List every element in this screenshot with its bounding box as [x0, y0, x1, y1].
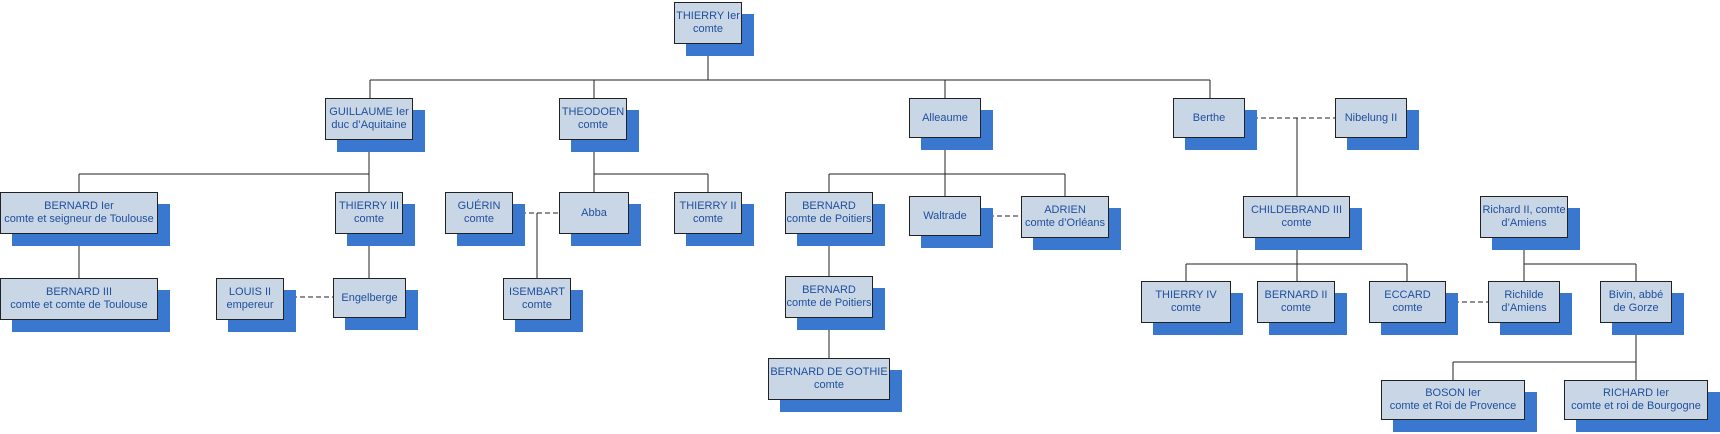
node-name: THIERRY III	[338, 200, 400, 212]
node-name: THIERRY II	[679, 200, 737, 212]
node-title: comte	[464, 213, 494, 225]
node-bernardpoit2[interactable]: BERNARD comte de Poitiers	[785, 276, 873, 318]
node-name: BERNARD	[802, 284, 856, 296]
node-name: THIERRY Ier	[676, 10, 740, 22]
node-name: Richilde	[1504, 289, 1544, 301]
node-name: GUÉRIN	[457, 200, 501, 212]
node-name: Nibelung II	[1344, 111, 1398, 124]
node-guerin[interactable]: GUÉRIN comte	[445, 192, 513, 234]
node-title: comte	[522, 299, 552, 311]
node-thierry2[interactable]: THIERRY II comte	[674, 192, 742, 234]
node-title: comte et comte de Toulouse	[10, 299, 148, 311]
node-name: THEODOEN	[561, 106, 625, 118]
node-title: empereur	[226, 299, 274, 311]
node-waltrade[interactable]: Waltrade	[909, 196, 981, 236]
node-boson1[interactable]: BOSON Ier comte et Roi de Provence	[1381, 380, 1525, 420]
node-title: comte et Roi de Provence	[1389, 400, 1517, 412]
node-louis2[interactable]: LOUIS II empereur	[216, 278, 284, 320]
node-name: Berthe	[1192, 111, 1226, 124]
node-name: Richard II, comte	[1482, 204, 1566, 216]
node-name: BERNARD III	[45, 286, 112, 298]
node-bernard2[interactable]: BERNARD II comte	[1257, 281, 1335, 323]
node-bernard3[interactable]: BERNARD III comte et comte de Toulouse	[0, 278, 158, 320]
node-childebrand3[interactable]: CHILDEBRAND III comte	[1243, 196, 1350, 238]
node-name: GUILLAUME Ier	[329, 106, 409, 118]
node-name: CHILDEBRAND III	[1250, 204, 1343, 216]
node-title: de Gorze	[1613, 302, 1659, 314]
node-title: duc d’Aquitaine	[331, 119, 407, 131]
node-bivin[interactable]: Bivin, abbé de Gorze	[1600, 281, 1672, 323]
node-berthe[interactable]: Berthe	[1173, 98, 1245, 138]
node-title: comte	[1281, 217, 1312, 229]
node-title: comte	[814, 379, 844, 391]
node-bernard1[interactable]: BERNARD Ier comte et seigneur de Toulous…	[0, 192, 158, 234]
node-title: comte	[693, 213, 723, 225]
node-title: d’Amiens	[1501, 302, 1547, 314]
node-title: comte	[693, 23, 723, 35]
node-richard2[interactable]: Richard II, comte d’Amiens	[1480, 196, 1568, 238]
node-name: LOUIS II	[228, 286, 272, 298]
node-name: BERNARD DE GOTHIE	[770, 366, 888, 378]
node-bernardgothie[interactable]: BERNARD DE GOTHIE comte	[768, 358, 890, 400]
node-name: BERNARD Ier	[44, 200, 114, 212]
node-alleaume[interactable]: Alleaume	[909, 98, 981, 138]
node-thierry1[interactable]: THIERRY Ier comte	[674, 2, 742, 44]
node-name: Alleaume	[922, 111, 968, 124]
node-name: BERNARD II	[1264, 289, 1328, 301]
node-title: d’Amiens	[1501, 217, 1547, 229]
node-title: comte de Poitiers	[786, 213, 872, 225]
node-richilde[interactable]: Richilde d’Amiens	[1488, 281, 1560, 323]
node-eccard[interactable]: ECCARD comte	[1369, 281, 1446, 323]
node-name: BOSON Ier	[1425, 387, 1481, 399]
node-guillaume1[interactable]: GUILLAUME Ier duc d’Aquitaine	[325, 98, 413, 140]
node-name: BERNARD	[802, 200, 856, 212]
node-name: ADRIEN	[1044, 204, 1086, 216]
node-thierry3[interactable]: THIERRY III comte	[335, 192, 403, 234]
node-name: RICHARD Ier	[1602, 387, 1669, 399]
node-name: ISEMBART	[508, 286, 566, 298]
node-isembart[interactable]: ISEMBART comte	[503, 278, 571, 320]
node-engelberge[interactable]: Engelberge	[333, 278, 406, 318]
node-richard1[interactable]: RICHARD Ier comte et roi de Bourgogne	[1564, 380, 1708, 420]
node-title: comte d’Orléans	[1024, 217, 1106, 229]
node-bernardpoit1[interactable]: BERNARD comte de Poitiers	[785, 192, 873, 234]
node-title: comte	[578, 119, 608, 131]
node-thierry4[interactable]: THIERRY IV comte	[1141, 281, 1231, 323]
node-adrien[interactable]: ADRIEN comte d’Orléans	[1021, 196, 1109, 238]
node-title: comte et roi de Bourgogne	[1571, 400, 1701, 412]
node-name: THIERRY IV	[1155, 289, 1217, 301]
node-name: Bivin, abbé	[1608, 289, 1664, 301]
node-name: Abba	[581, 206, 607, 219]
node-title: comte	[1392, 302, 1423, 314]
node-name: Waltrade	[923, 209, 967, 222]
node-nibelung2[interactable]: Nibelung II	[1335, 98, 1407, 138]
node-title: comte	[1171, 302, 1201, 314]
node-title: comte de Poitiers	[786, 297, 872, 309]
node-theodoen[interactable]: THEODOEN comte	[559, 98, 627, 140]
node-name: ECCARD	[1384, 289, 1431, 301]
node-abba[interactable]: Abba	[559, 192, 629, 234]
node-title: comte	[1281, 302, 1311, 314]
node-title: comte et seigneur de Toulouse	[4, 213, 154, 225]
node-name: Engelberge	[341, 291, 398, 304]
node-title: comte	[354, 213, 384, 225]
